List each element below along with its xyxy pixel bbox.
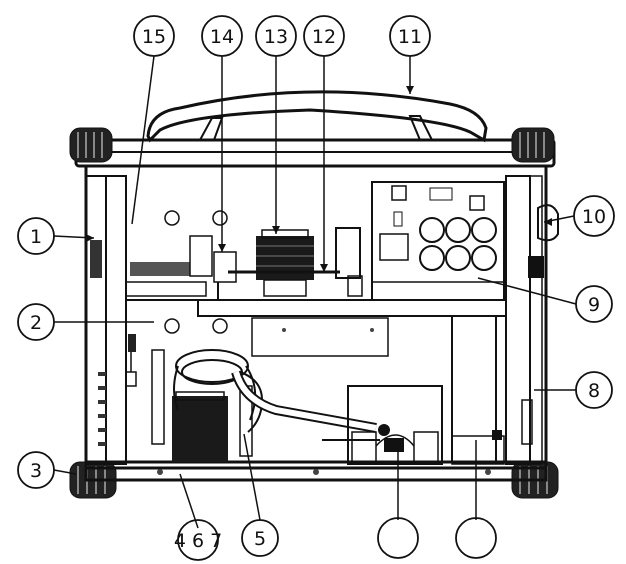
callout-3: 3 <box>17 451 55 489</box>
current-sensor-bracket <box>451 316 533 465</box>
output-cable <box>231 370 390 436</box>
capacitor-board <box>371 181 505 301</box>
callout-10: 10 <box>573 195 615 237</box>
callout-12-label: 12 <box>312 26 336 48</box>
left-small-parts <box>125 334 137 387</box>
callout-11-label: 11 <box>398 26 422 48</box>
callout-5-label: 5 <box>254 528 266 550</box>
callout-blank-2 <box>455 517 497 559</box>
rear-switch <box>528 204 559 278</box>
callout-2-label: 2 <box>30 312 42 334</box>
main-transformer <box>151 349 253 462</box>
callout-5: 5 <box>241 519 279 557</box>
callout-4-6-7: 4 6 7 <box>174 519 222 561</box>
foot-top-left <box>69 127 113 163</box>
callout-8-label: 8 <box>588 380 600 402</box>
callout-9: 9 <box>575 285 613 323</box>
callout-14: 14 <box>201 15 243 57</box>
callout-15-label: 15 <box>142 26 166 48</box>
upper-pcb-area <box>125 210 507 357</box>
callout-8: 8 <box>575 371 613 409</box>
callout-4-6-7-label: 4 6 7 <box>174 530 222 552</box>
callout-13: 13 <box>255 15 297 57</box>
callout-13-label: 13 <box>264 26 288 48</box>
callout-3-label: 3 <box>30 460 42 482</box>
callout-blank-1 <box>377 517 419 559</box>
callout-1-label: 1 <box>30 226 42 248</box>
callout-1: 1 <box>17 217 55 255</box>
callout-10-label: 10 <box>582 206 606 228</box>
output-terminal-block <box>322 385 443 465</box>
arrow-tips <box>86 86 552 272</box>
leader-lines <box>53 55 577 529</box>
control-transformer <box>228 229 340 297</box>
callout-9-label: 9 <box>588 294 600 316</box>
carry-handle <box>146 90 488 143</box>
chassis-frame <box>84 164 548 482</box>
callout-14-label: 14 <box>210 26 234 48</box>
callout-12: 12 <box>303 15 345 57</box>
callout-15: 15 <box>133 15 175 57</box>
output-inductor-coil <box>173 349 264 433</box>
callout-2: 2 <box>17 303 55 341</box>
callout-11: 11 <box>389 15 431 57</box>
foot-top-right <box>511 127 555 163</box>
